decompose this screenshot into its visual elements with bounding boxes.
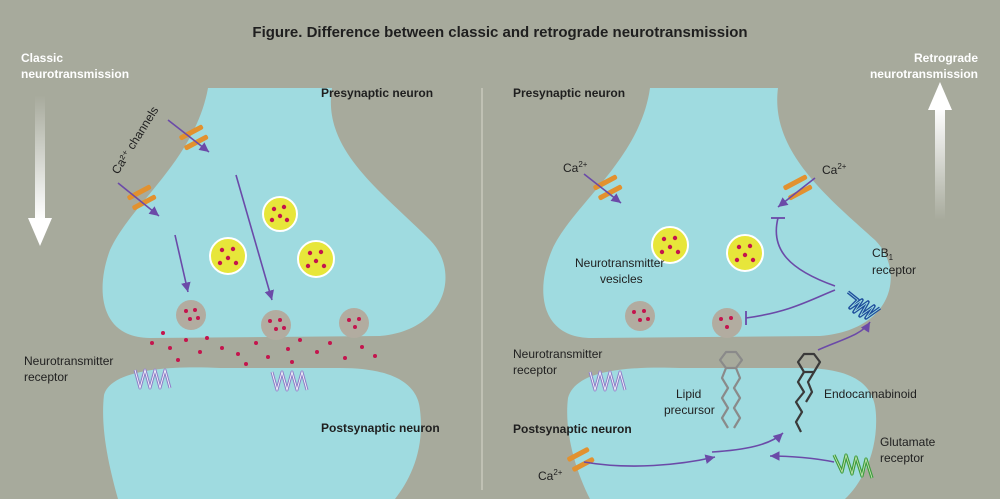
released-neurotransmitters	[150, 331, 377, 366]
right-ca-channel-right	[783, 174, 813, 201]
endocannabinoid-label: Endocannabinoid	[824, 387, 917, 401]
right-postsynaptic-label: Postsynaptic neuron	[513, 422, 632, 436]
left-nt-receptor-label-line2: receptor	[24, 370, 68, 384]
left-nt-receptor-2-highlight	[271, 370, 308, 392]
release-arrow-1	[174, 234, 191, 293]
glutamate-label-line2: receptor	[880, 451, 924, 465]
endocannabinoid-to-cb1-arrow	[817, 321, 871, 351]
lipid-label-line1: Lipid	[676, 387, 701, 401]
right-ca-right-label: Ca2+	[822, 162, 847, 177]
cb1-label-line2: receptor	[872, 263, 916, 277]
endocannabinoid-molecule	[794, 352, 822, 433]
ca-influx-arrow-upper	[167, 119, 210, 153]
release-arrow-2	[235, 174, 274, 301]
right-ca-bottom-label: Ca2+	[538, 468, 563, 483]
fusing-vesicle-3	[339, 308, 369, 338]
retrograde-direction-arrow	[928, 82, 952, 220]
right-ca-left-label: Ca2+	[563, 160, 588, 175]
classic-label-line2: neurotransmission	[21, 67, 129, 81]
classic-direction-arrow	[28, 95, 52, 246]
vesicles-label-line1: Neurotransmitter	[575, 256, 664, 270]
right-fusing-vesicle-2	[712, 308, 742, 338]
right-fusing-vesicle-1	[625, 301, 655, 331]
lipid-precursor-molecule	[718, 350, 744, 429]
cb1-receptor-highlight	[847, 291, 881, 319]
right-vesicle-2	[726, 234, 764, 272]
lipid-label-line2: precursor	[664, 403, 715, 417]
cb1-label-line1: CB1	[872, 246, 894, 262]
left-postsynaptic-neuron	[103, 367, 421, 499]
right-ca-arrow-right	[777, 177, 816, 208]
left-nt-receptor-1-highlight	[134, 368, 171, 390]
glutamate-label-line1: Glutamate	[880, 435, 936, 449]
postsynaptic-ca-arrow	[583, 454, 716, 467]
ca-influx-arrow-lower	[117, 182, 160, 217]
right-presynaptic-label: Presynaptic neuron	[513, 86, 625, 100]
left-vesicle-3	[297, 240, 335, 278]
right-nt-receptor-label-line1: Neurotransmitter	[513, 347, 602, 361]
right-vesicle-1	[651, 226, 689, 264]
left-presynaptic-label: Presynaptic neuron	[321, 86, 433, 100]
left-vesicle-2	[209, 237, 247, 275]
cb1-inhibition-to-ca	[775, 217, 836, 287]
fusing-vesicle-2	[261, 310, 291, 340]
cb1-inhibition-to-vesicle	[745, 289, 836, 319]
glutamate-receptor-highlight	[833, 453, 873, 479]
glutamate-signal-arrow	[769, 451, 835, 463]
left-vesicle-1	[262, 196, 298, 232]
figure-title: Figure. Difference between classic and r…	[252, 24, 747, 41]
left-postsynaptic-label: Postsynaptic neuron	[321, 421, 440, 435]
vesicles-label-line2: vesicles	[600, 272, 643, 286]
lipid-to-endocannabinoid-arrow	[711, 432, 784, 453]
classic-label-line1: Classic	[21, 51, 63, 65]
right-nt-receptor-label-line2: receptor	[513, 363, 557, 377]
ca-channels-label: Ca²⁺ channels	[109, 104, 162, 177]
right-ca-channel-bottom	[567, 447, 595, 472]
left-nt-receptor-label-line1: Neurotransmitter	[24, 354, 113, 368]
fusing-vesicle-1	[176, 300, 206, 330]
right-presynaptic-neuron	[543, 88, 891, 338]
retrograde-label-line1: Retrograde	[914, 51, 978, 65]
right-ca-arrow-left	[583, 173, 622, 204]
right-nt-receptor-highlight	[589, 370, 626, 392]
retrograde-label-line2: neurotransmission	[870, 67, 978, 81]
